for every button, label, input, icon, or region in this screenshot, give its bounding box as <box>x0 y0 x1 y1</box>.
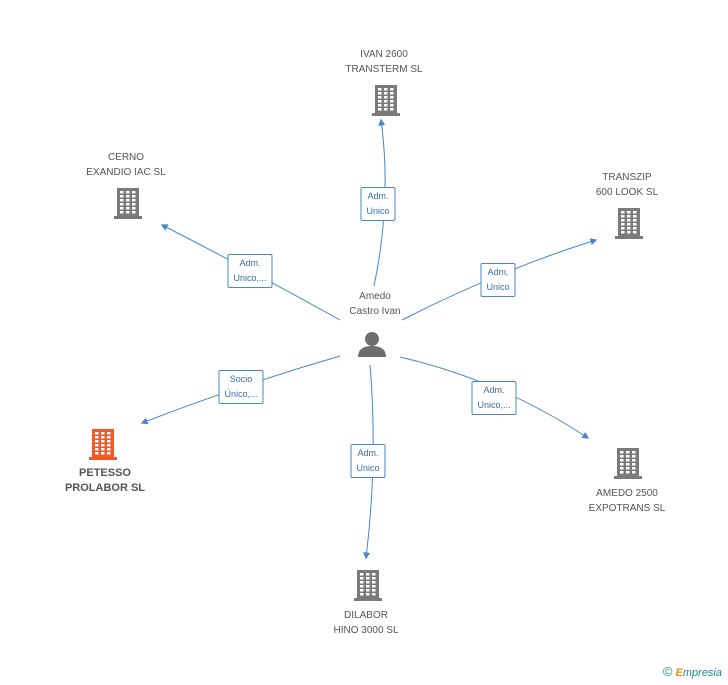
building-icon-dilabor[interactable] <box>354 570 382 601</box>
center-person-name-line2: Castro Ivan <box>349 306 401 317</box>
building-icon-petesso[interactable] <box>89 429 117 460</box>
company-label-ivan[interactable]: IVAN 2600 TRANSTERM SL <box>345 47 422 77</box>
company-label-petesso[interactable]: PETESSO PROLABOR SL <box>65 466 145 496</box>
company-name-line1: TRANSZIP <box>602 172 652 183</box>
edge-role-line2: Único,... <box>224 389 258 399</box>
company-name-line1: PETESSO <box>79 467 131 479</box>
company-name-line1: DILABOR <box>344 610 388 621</box>
brand-logo-text: mpresia <box>682 667 722 679</box>
company-name-line1: CERNO <box>107 152 145 163</box>
copyright-icon: © <box>662 664 673 679</box>
person-icon[interactable] <box>358 332 386 357</box>
building-icon-amedo[interactable] <box>614 448 642 479</box>
edge-role-line1: Adm. <box>487 267 509 277</box>
edge-label-dilabor[interactable]: Adm. Unico <box>350 444 386 478</box>
company-name-line2: 600 LOOK SL <box>595 187 659 198</box>
edge-role-line2: Unico <box>356 463 380 473</box>
building-icon-transzip[interactable] <box>615 208 643 239</box>
center-person-label[interactable]: Amedo Castro Ivan <box>349 289 400 319</box>
center-person-name-line1: Amedo <box>359 291 391 302</box>
company-name-line1: AMEDO 2500 <box>596 488 658 499</box>
edge-label-petesso[interactable]: Socio Único,... <box>218 370 264 404</box>
edge-role-line2: Unico,... <box>477 400 511 410</box>
company-name-line2: HINO 3000 SL <box>333 625 399 636</box>
edge-label-cerno[interactable]: Adm. Unico,... <box>227 254 273 288</box>
brand-logo-e: E <box>675 667 683 679</box>
company-name-line1: IVAN 2600 <box>360 49 408 60</box>
edge-label-transzip[interactable]: Adm. Unico <box>480 263 516 297</box>
company-label-transzip[interactable]: TRANSZIP 600 LOOK SL <box>596 170 658 200</box>
edge-label-amedo[interactable]: Adm. Unico,... <box>471 381 517 415</box>
company-name-line2: EXANDIO IAC SL <box>86 167 166 178</box>
edge-role-line2: Unico,... <box>233 273 267 283</box>
edge-role-line1: Adm. <box>357 448 379 458</box>
building-icon-cerno[interactable] <box>114 188 142 219</box>
edge-role-line1: Adm. <box>239 258 261 268</box>
company-label-dilabor[interactable]: DILABOR HINO 3000 SL <box>333 608 398 638</box>
edge-role-line1: Socio <box>229 374 253 384</box>
building-icon-ivan[interactable] <box>372 85 400 116</box>
company-label-cerno[interactable]: CERNO EXANDIO IAC SL <box>86 150 165 180</box>
company-label-amedo[interactable]: AMEDO 2500 EXPOTRANS SL <box>589 486 666 516</box>
edge-role-line1: Adm. <box>367 191 389 201</box>
edge-role-line1: Adm. <box>483 385 505 395</box>
company-name-line2: PROLABOR SL <box>64 482 146 494</box>
edge-label-ivan[interactable]: Adm. Unico <box>360 187 396 221</box>
footer-brand: © Empresia <box>663 664 722 679</box>
edge-role-line2: Unico <box>366 206 390 216</box>
company-name-line2: TRANSTERM SL <box>345 64 423 75</box>
company-name-line2: EXPOTRANS SL <box>588 503 666 514</box>
edge-role-line2: Unico <box>486 282 510 292</box>
